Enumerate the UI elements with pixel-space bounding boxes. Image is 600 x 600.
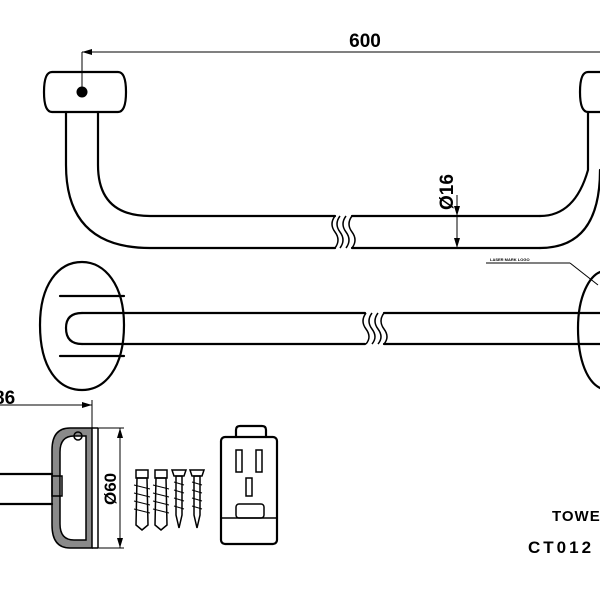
front-view: 600 Ø16 [42,31,600,250]
top-view: LASER MARK LOGO [38,257,600,392]
left-mount-cap [42,70,128,114]
screw-2 [188,469,206,529]
wall-plug-1 [133,469,151,531]
projection-dimension: 86 [0,388,93,430]
screw-1 [170,469,188,529]
length-dimension: 600 [81,31,600,92]
mounting-bracket [219,424,279,546]
tube-diameter-dimension: Ø16 [437,174,460,248]
title-block: TOWEL CT012 [528,508,600,557]
fixing-hardware [133,469,206,531]
wall-plug-2 [152,469,170,531]
length-label: 600 [349,31,381,52]
towel-bar-tube [64,110,600,250]
bar-top-view [64,311,600,346]
right-mount-cap [578,70,600,114]
flange-section-hatch [51,427,93,549]
flange-diameter-dimension: Ø60 [98,427,124,549]
product-code: CT012 [528,538,594,557]
laser-mark-callout: LASER MARK LOGO [486,257,599,286]
product-name: TOWEL [552,508,600,525]
tube-diameter-label: Ø16 [437,174,458,210]
side-section-view: 86 Ø60 [0,388,124,549]
laser-mark-label: LASER MARK LOGO [490,257,530,262]
flange-diameter-label: Ø60 [101,473,120,505]
left-flange [38,260,126,392]
projection-label: 86 [0,388,15,409]
right-flange [576,270,600,390]
